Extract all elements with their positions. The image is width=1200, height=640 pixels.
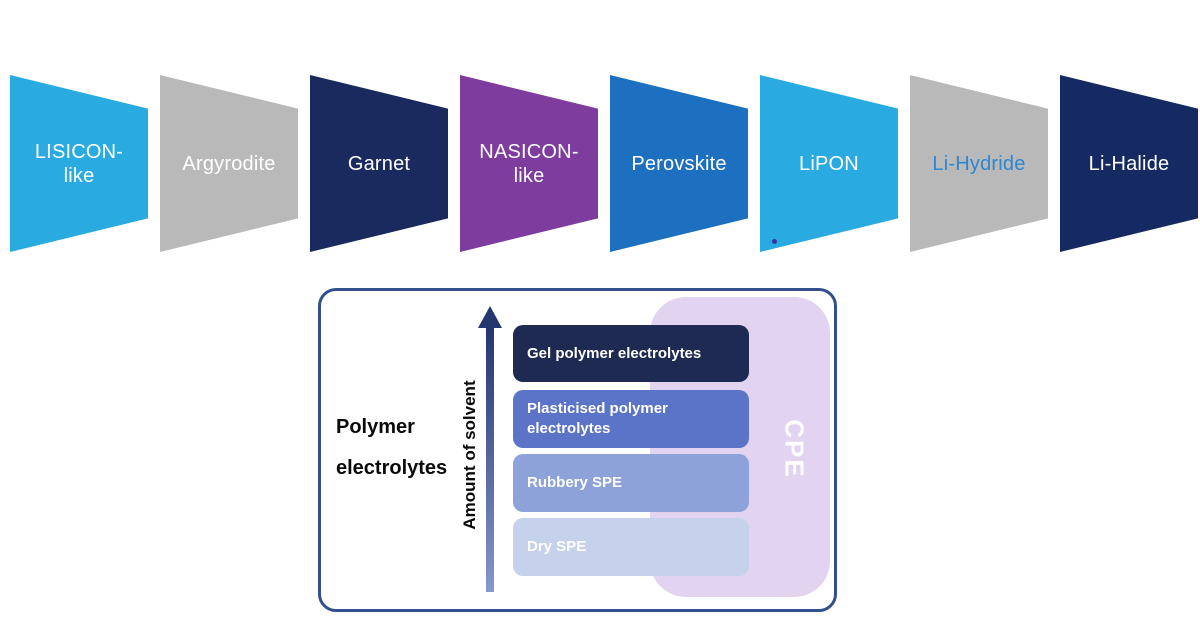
chevron-li-halide-label: Li-Halide <box>1088 152 1170 175</box>
bar-dry-label: Dry SPE <box>527 538 587 555</box>
chevron-lipon: LiPON <box>760 75 898 252</box>
chevron-argyrodite-label: Argyrodite <box>182 152 276 175</box>
chevron-argyrodite: Argyrodite <box>160 75 298 252</box>
chevron-li-hydride: Li-Hydride <box>910 75 1048 252</box>
electrolyte-family-row: LISICON- like Argyrodite Garnet NASICON-… <box>10 75 1198 252</box>
solvent-arrow-shaft <box>486 327 494 592</box>
chevron-garnet: Garnet <box>310 75 448 252</box>
chevron-garnet-label: Garnet <box>347 152 411 175</box>
chevron-nasicon-like-label: NASICON- like <box>479 140 579 187</box>
bar-gel-label: Gel polymer electrolytes <box>527 344 702 362</box>
chevron-lisicon-like: LISICON- like <box>10 75 148 252</box>
chevron-lipon-label: LiPON <box>799 152 859 175</box>
polymer-electrolytes-panel: Polymer electrolytes Amount of solvent G… <box>318 288 837 612</box>
chevron-lisicon-like-label: LISICON- like <box>34 140 124 187</box>
chevron-li-halide: Li-Halide <box>1060 75 1198 252</box>
solvent-axis-label: Amount of solvent <box>460 380 479 530</box>
chevron-perovskite-label: Perovskite <box>631 152 727 175</box>
bar-plasticised-label: Plasticised polymer electrolytes <box>527 400 668 437</box>
bar-rubbery-spe: Rubbery SPE <box>513 454 749 512</box>
solvent-arrow-head-icon <box>478 306 502 328</box>
bar-gel-polymer-electrolytes: Gel polymer electrolytes <box>513 325 749 382</box>
chevron-perovskite: Perovskite <box>610 75 748 252</box>
cpe-label: CPE <box>779 419 810 479</box>
lipon-dot <box>772 239 777 244</box>
bar-rubbery-label: Rubbery SPE <box>527 474 623 491</box>
bar-plasticised-polymer-electrolytes: Plasticised polymer electrolytes <box>513 390 749 448</box>
chevron-nasicon-like: NASICON- like <box>460 75 598 252</box>
panel-title: Polymer electrolytes <box>336 416 448 479</box>
chevron-li-hydride-label: Li-Hydride <box>932 152 1026 175</box>
bar-dry-spe: Dry SPE <box>513 518 749 576</box>
